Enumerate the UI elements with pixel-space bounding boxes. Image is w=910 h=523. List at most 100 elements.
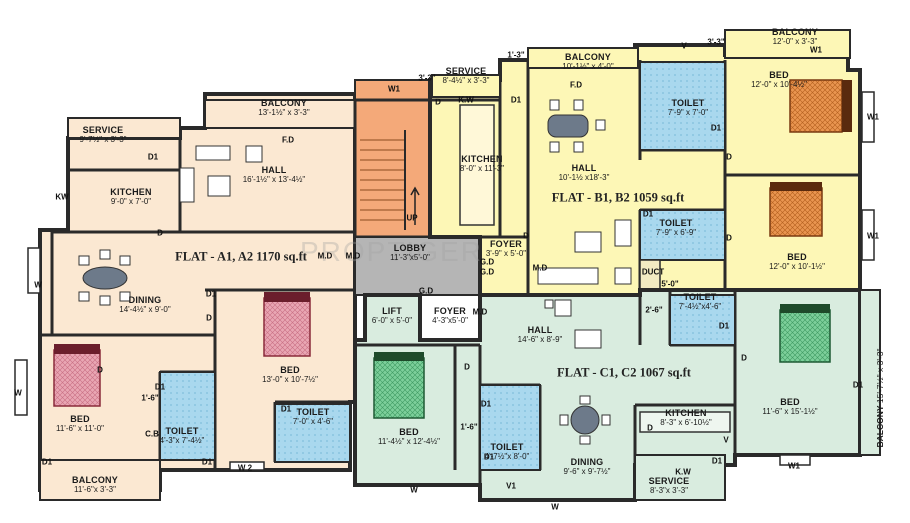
- tag-md-b: M.D: [532, 263, 548, 273]
- tag-w2: W 2: [237, 463, 253, 473]
- flat-b-title: FLAT - B1, B2 1059 sq.ft: [551, 190, 685, 205]
- tag-d1-toilet-a2: D1: [280, 404, 292, 414]
- tag-16-a: 1'-6": [141, 393, 159, 403]
- tag-w-c1: W: [410, 485, 418, 495]
- tag-fd-a: F.D: [282, 135, 294, 145]
- tag-w-dining: W: [34, 280, 42, 290]
- tag-26: 2'-6": [645, 305, 663, 315]
- tag-d-foyer-b: D: [523, 231, 529, 241]
- tag-gd-b1: G.D: [479, 257, 495, 267]
- tag-cb: C.B: [145, 429, 159, 439]
- tag-w1-c: W1: [788, 461, 800, 471]
- window-frames: [14, 91, 875, 471]
- tag-16-c: 1'-6": [460, 422, 478, 432]
- tag-d1-service-b: D1: [510, 95, 522, 105]
- tag-d1-toilet-b1: D1: [710, 123, 722, 133]
- tag-d-bed-b2: D: [726, 233, 732, 243]
- flat-a-title: FLAT - A1, A2 1170 sq.ft: [175, 249, 307, 264]
- tag-v1: V1: [506, 481, 516, 491]
- tag-33-a: 3'-3": [418, 73, 436, 83]
- tag-v-c: V: [723, 435, 729, 445]
- flat-c-title: FLAT - C1, C2 1067 sq.ft: [557, 365, 691, 380]
- tag-13-b: 1'-3": [507, 50, 525, 60]
- tag-d1-a-bottom: D1: [201, 457, 213, 467]
- tag-d1-service-c: D1: [711, 456, 723, 466]
- watermark: PROPTIGER: [300, 236, 483, 267]
- flat-b-area: [428, 29, 862, 297]
- tag-d-kitchen-a: D: [157, 228, 163, 238]
- tag-d-bed-c1: D: [741, 353, 747, 363]
- tag-duct: DUCT: [641, 267, 665, 277]
- tag-md-c: M.D: [472, 307, 488, 317]
- tag-d1-balcony-c: D1: [852, 380, 864, 390]
- tag-w1-bed-b2: W1: [867, 231, 879, 241]
- tag-d1-kitchen-a: D1: [147, 152, 159, 162]
- tag-fd-b: F.D: [570, 80, 582, 90]
- tag-md-a: M.D: [317, 251, 333, 261]
- tag-w1-stair: W1: [388, 84, 400, 94]
- flat-a-area: [38, 92, 357, 501]
- tag-v-b: V: [681, 41, 687, 51]
- tag-d1-toilet-a1: D1: [154, 382, 166, 392]
- tag-kw-a: KW: [55, 192, 69, 202]
- tag-d-bed-c2: D: [464, 362, 470, 372]
- tag-d1-c-bottom: D1: [483, 452, 495, 462]
- tag-d1-bed-a1: D1: [205, 289, 217, 299]
- tag-d-hall-b: D: [726, 152, 732, 162]
- tag-d1-toilet-b2: D1: [642, 209, 654, 219]
- room-balcony-c: BALCONY 15'-7½" x 3'-3": [875, 348, 885, 448]
- tag-w-c2: W: [551, 502, 559, 512]
- tag-kw-c: K.W: [675, 467, 691, 477]
- core-area: [353, 79, 481, 342]
- tag-d-stair: D: [435, 97, 441, 107]
- tag-50: 5'-0": [661, 279, 679, 289]
- tag-w-bed-a2: W: [14, 388, 22, 398]
- tag-up: UP: [406, 213, 418, 223]
- tag-gd-b2: G.D: [479, 267, 495, 277]
- tag-w1-bed-b1: W1: [867, 112, 879, 122]
- tag-md-lobby: M.D: [345, 251, 361, 261]
- tag-33-b: 3'-3": [707, 37, 725, 47]
- tag-d1-balcony-a: D1: [41, 457, 53, 467]
- tag-kw-b: K.W: [458, 95, 474, 105]
- tag-d-kitchen-c: D: [647, 423, 653, 433]
- tag-d-bed-a1: D: [206, 313, 212, 323]
- tag-d1-toilet-c1: D1: [718, 321, 730, 331]
- tag-gd-c: G.D: [418, 286, 434, 296]
- tag-d1-toilet-c2: D1: [480, 399, 492, 409]
- tag-w1-balcony-b: W1: [810, 45, 822, 55]
- flat-c-area: [353, 288, 881, 502]
